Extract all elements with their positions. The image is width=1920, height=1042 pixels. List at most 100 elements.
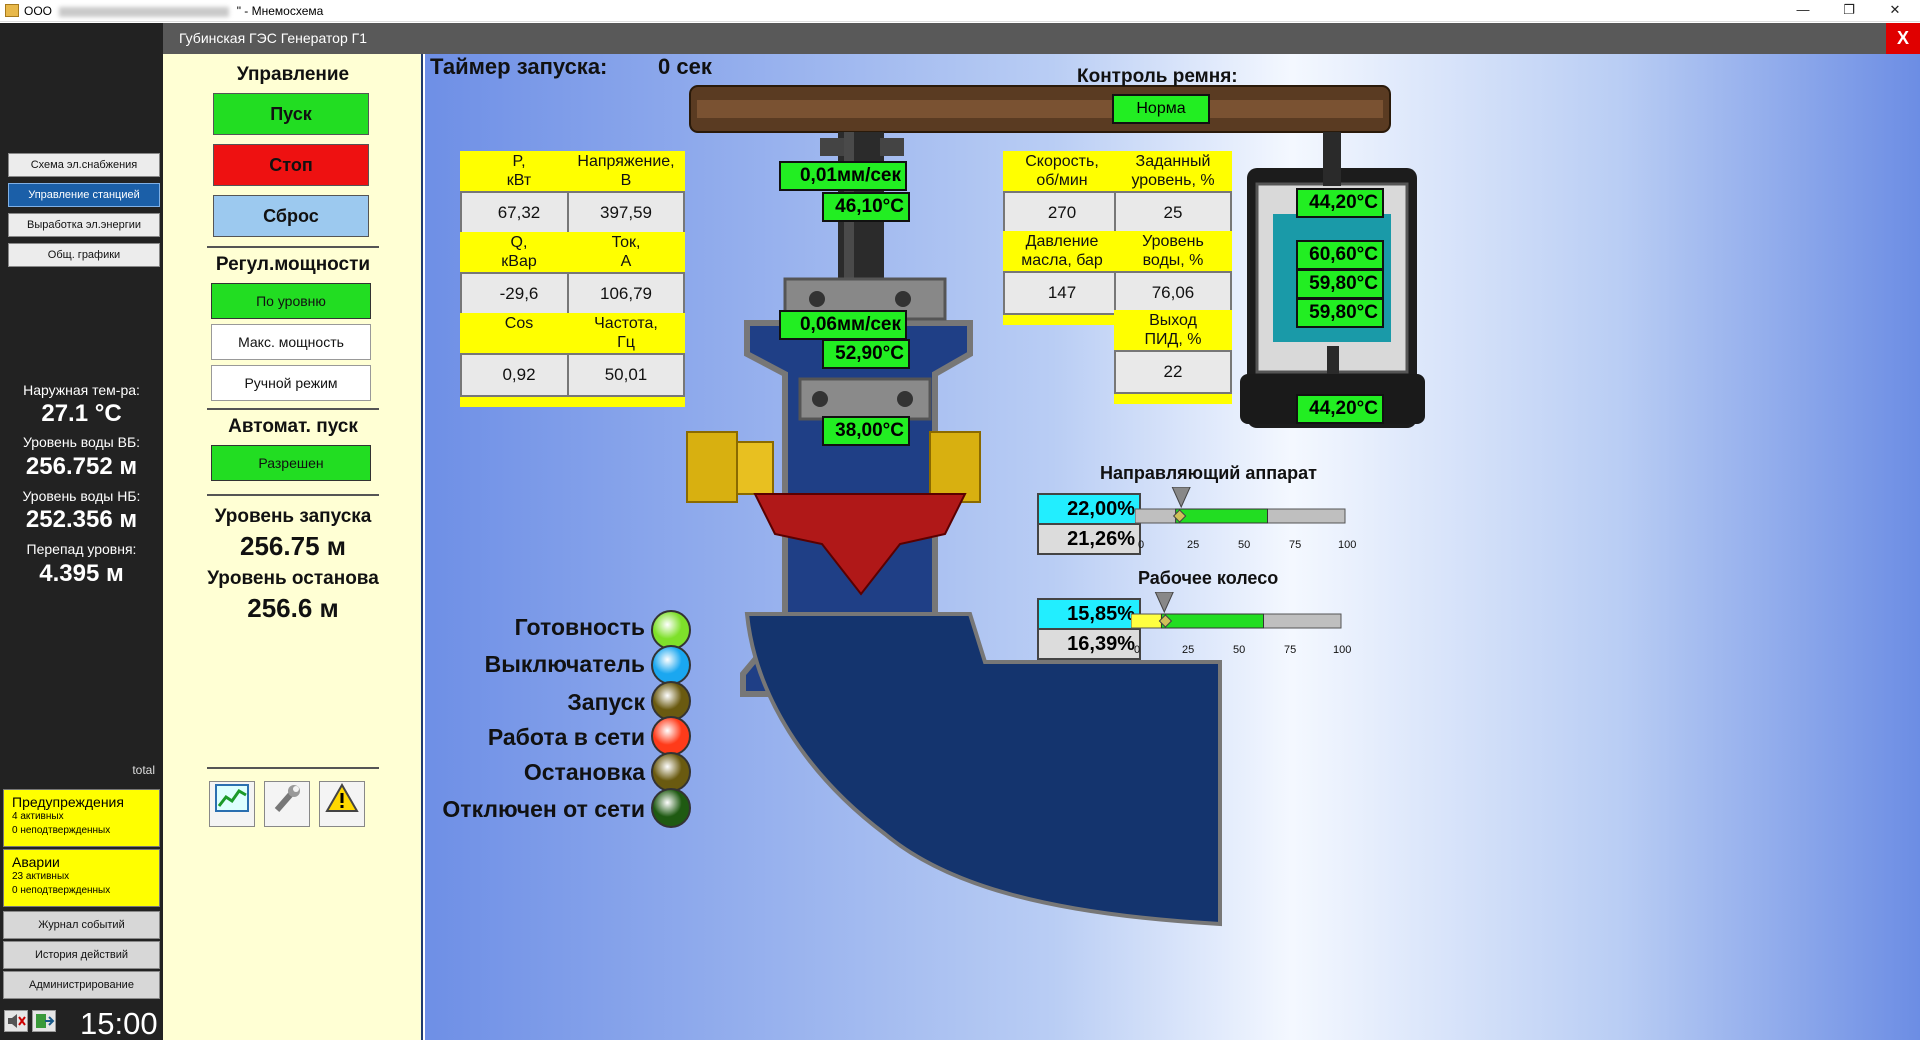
param-value: 147 xyxy=(1003,271,1121,315)
window-title-suffix: " - Мнемосхема xyxy=(236,4,324,18)
runner-title: Рабочее колесо xyxy=(1138,568,1279,588)
param-title: Ток, А xyxy=(567,232,685,272)
downstream-level-label: Уровень воды НБ: xyxy=(22,488,141,504)
vibration-top-tag: 0,01мм/сек xyxy=(779,161,907,191)
stop-button[interactable]: Стоп xyxy=(213,144,369,186)
param-frequency: Частота, Гц 50,01 xyxy=(567,313,685,409)
minimize-button[interactable]: — xyxy=(1796,2,1810,17)
gv-tick-100: 100 xyxy=(1338,539,1357,551)
screen-close-button[interactable]: X xyxy=(1886,23,1920,54)
param-title: Q, кВар xyxy=(460,232,578,272)
upstream-level-value: 256.752 м xyxy=(25,453,138,480)
indicator-start-label: Запуск xyxy=(567,689,645,715)
start-level-label: Уровень запуска xyxy=(214,506,372,527)
faults-unack: 0 неподтвержденных xyxy=(12,885,111,896)
separator xyxy=(207,767,379,769)
action-history-button[interactable]: История действий xyxy=(3,941,160,969)
indicator-grid-lamp xyxy=(651,716,691,756)
autostart-title: Автомат. пуск xyxy=(228,416,358,437)
power-reg-title: Регул.мощности xyxy=(215,254,371,275)
mnemonic-diagram: Таймер запуска: 0 сек Контроль ремня: Но… xyxy=(425,54,1920,1040)
indicator-disconnected-lamp xyxy=(651,788,691,828)
param-value: 397,59 xyxy=(567,191,685,235)
warnings-title: Предупреждения xyxy=(12,794,124,810)
param-value: 0,92 xyxy=(460,353,578,397)
belt-status-badge: Норма xyxy=(1112,94,1210,124)
manual-mode-button[interactable]: Ручной режим xyxy=(211,365,371,401)
temp-top-tag: 46,10°C xyxy=(822,192,910,222)
param-value: 76,06 xyxy=(1114,271,1232,315)
gen-temp-3: 59,80°C xyxy=(1296,269,1384,299)
gv-tick-50: 50 xyxy=(1238,539,1251,551)
indicator-start-lamp xyxy=(651,681,691,721)
param-title: Напряжение, В xyxy=(567,151,685,191)
param-footer xyxy=(460,397,578,407)
param-speed: Скорость, об/мин 270 xyxy=(1003,151,1121,247)
param-oil-pressure: Давление масла, бар 147 xyxy=(1003,231,1121,327)
restore-button[interactable]: ❐ xyxy=(1843,2,1855,17)
wrench-icon[interactable] xyxy=(264,781,310,827)
indicator-breaker-lamp xyxy=(651,645,691,685)
start-timer-label: Таймер запуска: xyxy=(430,54,608,79)
gen-temp-2: 60,60°C xyxy=(1296,240,1384,270)
indicator-disconnected-label: Отключен от сети xyxy=(442,796,645,822)
param-value: 50,01 xyxy=(567,353,685,397)
runner-scale xyxy=(1131,592,1342,629)
warnings-active: 4 активных xyxy=(12,811,64,822)
nav-station-control[interactable]: Управление станцией xyxy=(8,183,160,207)
window-title: ООО " - Мнемосхема xyxy=(24,4,323,18)
logout-icon[interactable] xyxy=(32,1010,56,1032)
event-log-button[interactable]: Журнал событий xyxy=(3,911,160,939)
warning-icon[interactable] xyxy=(319,781,365,827)
admin-button[interactable]: Администрирование xyxy=(3,971,160,999)
start-timer-value: 0 сек xyxy=(658,54,712,79)
separator xyxy=(207,408,379,410)
param-pid-output: Выход ПИД, % 22 xyxy=(1114,310,1232,406)
temp-mid-tag: 52,90°C xyxy=(822,339,910,369)
belt-control-label: Контроль ремня: xyxy=(1077,66,1238,87)
nav-energy-output[interactable]: Выработка эл.энергии xyxy=(8,213,160,237)
mute-icon[interactable] xyxy=(4,1010,28,1032)
rn-tick-0: 0 xyxy=(1134,644,1141,656)
param-title: Cos xyxy=(460,313,578,353)
param-title: Давление масла, бар xyxy=(1003,231,1121,271)
param-value: 25 xyxy=(1114,191,1232,235)
param-value: 270 xyxy=(1003,191,1121,235)
stop-level-value: 256.6 м xyxy=(247,593,339,623)
outdoor-temp-label: Наружная тем-ра: xyxy=(23,382,140,398)
nav-general-charts[interactable]: Общ. графики xyxy=(8,243,160,267)
start-button[interactable]: Пуск xyxy=(213,93,369,135)
param-target-level: Заданный уровень, % 25 xyxy=(1114,151,1232,247)
by-level-button[interactable]: По уровню xyxy=(211,283,371,319)
window-close-button[interactable]: ✕ xyxy=(1889,2,1901,17)
redacted-name xyxy=(59,6,230,17)
warnings-panel[interactable]: Предупреждения 4 активных 0 неподтвержде… xyxy=(3,789,160,847)
runner-actual-marker xyxy=(1158,614,1173,628)
nav-power-scheme[interactable]: Схема эл.снабжения xyxy=(8,153,160,177)
guide-vane-scale xyxy=(1135,487,1346,524)
faults-panel[interactable]: Аварии 23 активных 0 неподтвержденных xyxy=(3,849,160,907)
control-title: Управление xyxy=(236,64,350,85)
screen-header: Губинская ГЭС Генератор Г1 xyxy=(163,23,1920,54)
status-bar: 15:00 xyxy=(0,1002,163,1041)
rn-tick-75: 75 xyxy=(1284,644,1297,656)
max-power-button[interactable]: Макс. мощность xyxy=(211,324,371,360)
reset-button[interactable]: Сброс xyxy=(213,195,369,237)
param-footer xyxy=(1114,394,1232,404)
stop-level-label: Уровень останова xyxy=(207,568,379,589)
control-panel: Управление Пуск Стоп Сброс Регул.мощност… xyxy=(163,54,423,1040)
param-title: P, кВт xyxy=(460,151,578,191)
start-level-value: 256.75 м xyxy=(240,531,346,561)
window-title-prefix: ООО xyxy=(24,4,53,18)
param-value: 106,79 xyxy=(567,272,685,316)
indicator-breaker-label: Выключатель xyxy=(484,651,645,677)
gv-tick-75: 75 xyxy=(1289,539,1302,551)
outdoor-temp-value: 27.1 °C xyxy=(41,400,122,427)
autostart-allowed-button[interactable]: Разрешен xyxy=(211,445,371,481)
runner-marker xyxy=(1154,592,1174,614)
trend-chart-icon[interactable] xyxy=(209,781,255,827)
gen-temp-4: 59,80°C xyxy=(1296,298,1384,328)
guide-vane-setpoint: 22,00% xyxy=(1037,493,1141,525)
param-value: 22 xyxy=(1114,350,1232,394)
guide-vane-title: Направляющий аппарат xyxy=(1100,463,1317,483)
